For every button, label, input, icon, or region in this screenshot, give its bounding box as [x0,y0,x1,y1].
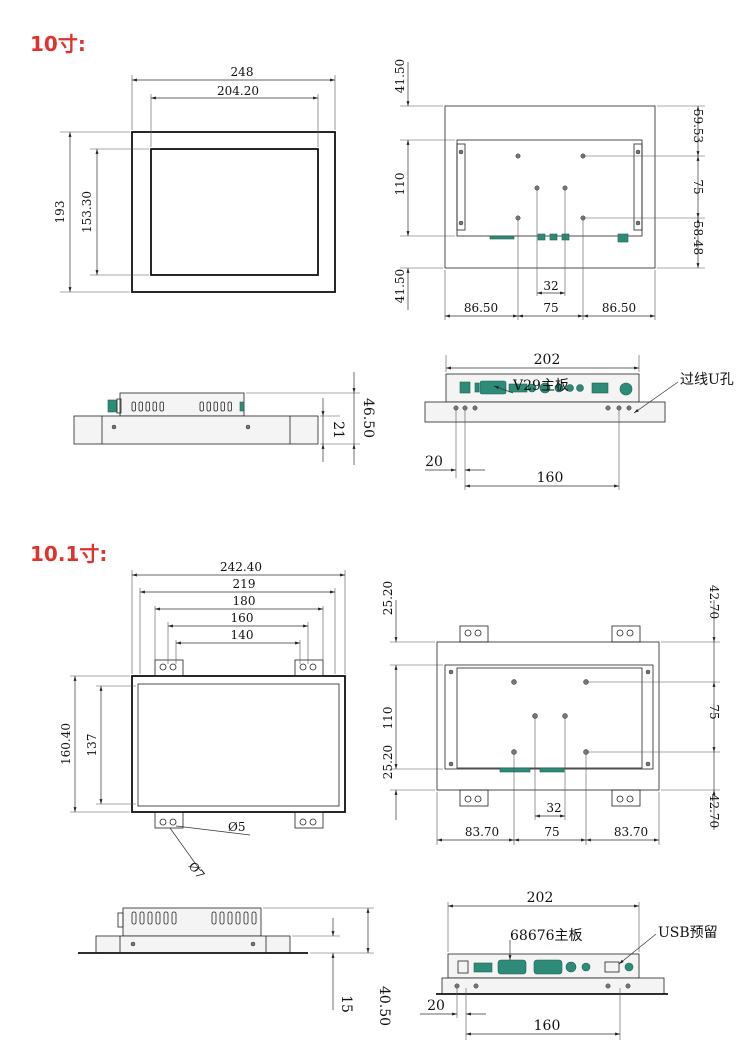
dim-bottom-101: 25.20 [381,745,395,779]
dim-right-bottom-101: 42.70 [707,794,721,828]
board-label: V29主板 [512,378,569,394]
usb-label: USB预留 [658,925,718,941]
dim-offset: 20 [425,454,443,470]
dim-height: 193 [53,201,67,224]
dim-w1: 242.40 [220,560,262,574]
back-frame [436,641,660,791]
dim-top-101: 25.20 [381,581,395,615]
front-screen [150,148,319,276]
dim-top: 41.50 [393,59,407,93]
front-bezel [131,131,336,293]
dim-w2: 219 [233,577,256,591]
side-view-10: 46.50 21 [73,372,376,465]
bottom-view-10-1: 202 68676主板 USB预留 20 160 [420,890,718,1040]
section-title-10: 10寸: [30,32,86,56]
board-label-101: 68676主板 [510,928,583,944]
front-view-10-1: 242.40 219 180 160 140 160.40 137 Ø5 Ø7 [59,560,346,882]
dim-right-101: 83.70 [614,825,648,839]
dim-hole-a: Ø5 [228,820,245,834]
dim-hole-gap-101: 32 [546,801,561,815]
dim-side-bezel: 21 [330,421,346,439]
dim-right: 86.50 [602,301,636,315]
dim-side-total-101: 40.50 [376,986,392,1026]
dim-side-bezel-101: 15 [338,995,354,1013]
dim-mid-101: 110 [381,707,395,730]
dim-w5: 140 [231,628,254,642]
back-view-10: 41.50 110 41.50 59.53 75 58.48 32 86.50 … [393,59,705,320]
dim-center: 75 [543,301,558,315]
front-screen [137,683,340,807]
dim-hole-gap: 32 [543,279,558,293]
dim-inner-height-101: 137 [85,734,99,757]
dim-width: 248 [231,65,254,79]
cable-hole-label: 过线U孔 [680,372,734,388]
dim-left-101: 83.70 [465,825,499,839]
dim-center-101: 75 [544,825,559,839]
dim-bottom-width-101: 202 [527,890,554,906]
dim-inner-height: 153.30 [80,191,94,233]
back-plate [444,664,654,770]
back-view-10-1: 25.20 110 25.20 42.70 75 42.70 32 83.70 … [381,581,721,845]
section-title-10-1: 10.1寸: [30,542,108,566]
dim-side-total: 46.50 [360,398,376,438]
back-plate [456,139,643,237]
dim-bottom-width: 202 [534,352,561,368]
dim-bottom: 41.50 [393,269,407,303]
dim-right-top: 59.53 [691,109,705,143]
dim-right-mid: 75 [691,179,705,194]
dim-inner-width: 204.20 [217,84,259,98]
dim-height-101: 160.40 [59,723,73,765]
side-view-10-1: 40.50 15 [78,907,392,1026]
dim-mid: 110 [393,173,407,196]
dim-w3: 180 [233,594,256,608]
bottom-view-10: 202 V29主板 过线U孔 20 160 [424,352,734,490]
dim-w4: 160 [231,611,254,625]
dim-left: 86.50 [464,301,498,315]
dim-span-101: 160 [534,1018,561,1034]
dim-right-mid-101: 75 [707,704,721,719]
front-view-10: 248 204.20 193 153.30 [53,65,336,293]
back-frame [444,105,656,269]
front-bezel [131,675,346,813]
dim-hole-b: Ø7 [186,859,208,881]
dim-right-top-101: 42.70 [707,585,721,619]
dim-right-bottom: 58.48 [691,221,705,255]
dim-offset-101: 20 [427,998,445,1014]
dim-span: 160 [537,470,564,486]
